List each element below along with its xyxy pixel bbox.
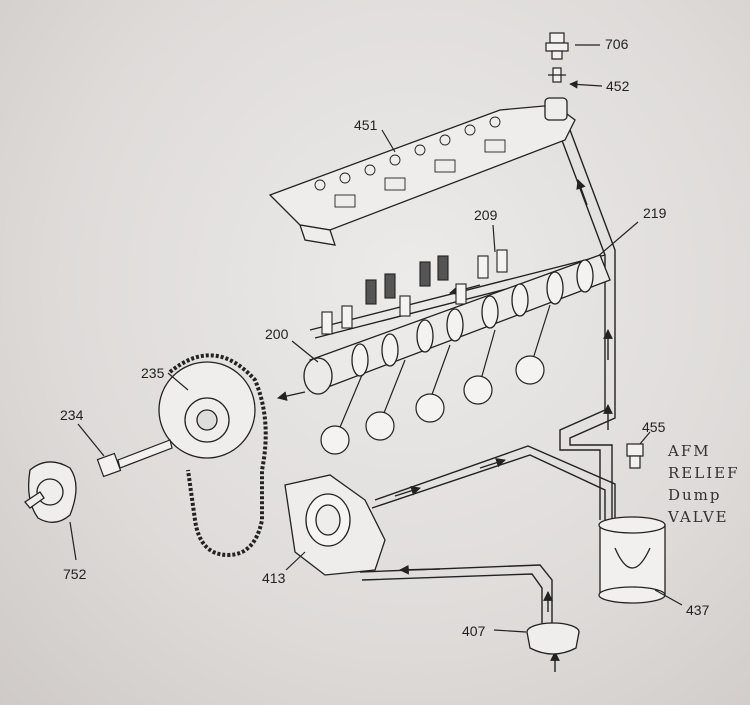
- callout-706: 706: [605, 36, 629, 52]
- leader-752: [69, 521, 77, 561]
- part-706-sensor: [545, 32, 569, 60]
- part-407-oil-pickup: [526, 622, 580, 655]
- note-line-2: RELIEF: [668, 464, 740, 482]
- callout-407: 407: [462, 623, 486, 639]
- part-451-manifold: [268, 97, 576, 246]
- leader-235: [167, 372, 189, 391]
- part-452-fitting: [548, 67, 566, 83]
- callout-209: 209: [474, 207, 498, 223]
- part-200-camshaft: [303, 254, 611, 395]
- flow-arrows: [277, 179, 613, 672]
- leader-234: [77, 423, 105, 457]
- callout-437: 437: [686, 602, 710, 618]
- leader-219: [595, 221, 639, 259]
- callout-752: 752: [63, 566, 87, 582]
- callout-452: 452: [606, 78, 630, 94]
- leader-209: [492, 224, 496, 253]
- callout-219: 219: [643, 205, 667, 221]
- leader-451: [381, 129, 396, 153]
- leader-437: [654, 589, 683, 606]
- part-235-sprocket: [158, 361, 256, 459]
- part-752-cover: [24, 461, 77, 523]
- note-line-4: VALVE: [668, 508, 729, 526]
- note-line-3: Dump: [668, 486, 722, 504]
- part-209-lifters: [321, 249, 508, 335]
- leader-452: [569, 80, 603, 89]
- callout-451: 451: [354, 117, 378, 133]
- note-line-1: AFM: [668, 442, 711, 460]
- callout-413: 413: [262, 570, 286, 586]
- timing-chain: [168, 353, 268, 558]
- callout-455: 455: [642, 419, 666, 435]
- callout-235: 235: [141, 365, 165, 381]
- callout-200: 200: [265, 326, 289, 342]
- part-455-relief-valve: [626, 443, 644, 469]
- part-413-oil-pump: [284, 474, 386, 576]
- leader-413: [285, 551, 306, 571]
- part-234-bolt: [96, 439, 173, 478]
- leader-455: [639, 431, 651, 445]
- callout-234: 234: [60, 407, 84, 423]
- handwritten-note: AFM RELIEF Dump VALVE: [668, 440, 740, 528]
- leader-200: [291, 340, 319, 363]
- connecting-rods: [320, 304, 551, 455]
- leader-407: [493, 629, 527, 633]
